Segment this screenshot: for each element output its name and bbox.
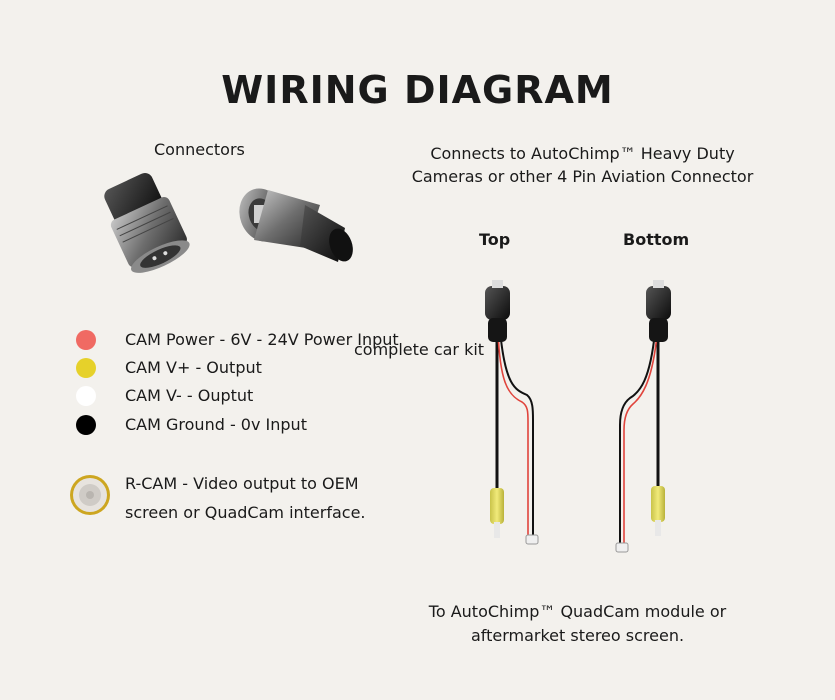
legend-dot-vplus	[76, 358, 96, 378]
connects-to-line-1: Connects to AutoChimp™ Heavy Duty	[430, 144, 735, 163]
to-module-line-2: aftermarket stereo screen.	[470, 626, 685, 645]
legend-dot-ground	[76, 415, 96, 435]
legend-label-vminus: CAM V- - Ouptut	[125, 386, 254, 405]
legend-label-ground: CAM Ground - 0v Input	[125, 415, 307, 434]
top-harness-icon	[485, 280, 539, 545]
to-module-caption: To AutoChimp™ QuadCam module or aftermar…	[400, 600, 755, 648]
connects-to-line-2: Cameras or other 4 Pin Aviation Connecto…	[411, 167, 754, 186]
rcam-icon	[70, 475, 110, 515]
connector-right-icon	[239, 188, 353, 262]
kit-label: complete car kit	[354, 340, 485, 359]
legend-dot-power	[76, 330, 96, 350]
rcam-line-1: R-CAM - Video output to OEM	[125, 474, 359, 493]
connectors-label: Connectors	[154, 140, 245, 159]
bottom-harness-icon	[615, 280, 671, 553]
rcam-line-2: screen or QuadCam interface.	[125, 503, 366, 522]
legend-label-power: CAM Power - 6V - 24V Power Input	[125, 330, 399, 349]
legend-dot-vminus	[76, 386, 96, 406]
rcam-caption: R-CAM - Video output to OEM screen or Qu…	[125, 469, 366, 527]
top-harness-label: Top	[479, 230, 511, 249]
to-module-line-1: To AutoChimp™ QuadCam module or	[428, 602, 727, 621]
legend-label-vplus: CAM V+ - Output	[125, 358, 262, 377]
bottom-harness-label: Bottom	[623, 230, 690, 249]
diagram-title: WIRING DIAGRAM	[221, 68, 614, 112]
connects-to-caption: Connects to AutoChimp™ Heavy Duty Camera…	[380, 142, 785, 188]
connector-left-icon	[104, 173, 190, 273]
